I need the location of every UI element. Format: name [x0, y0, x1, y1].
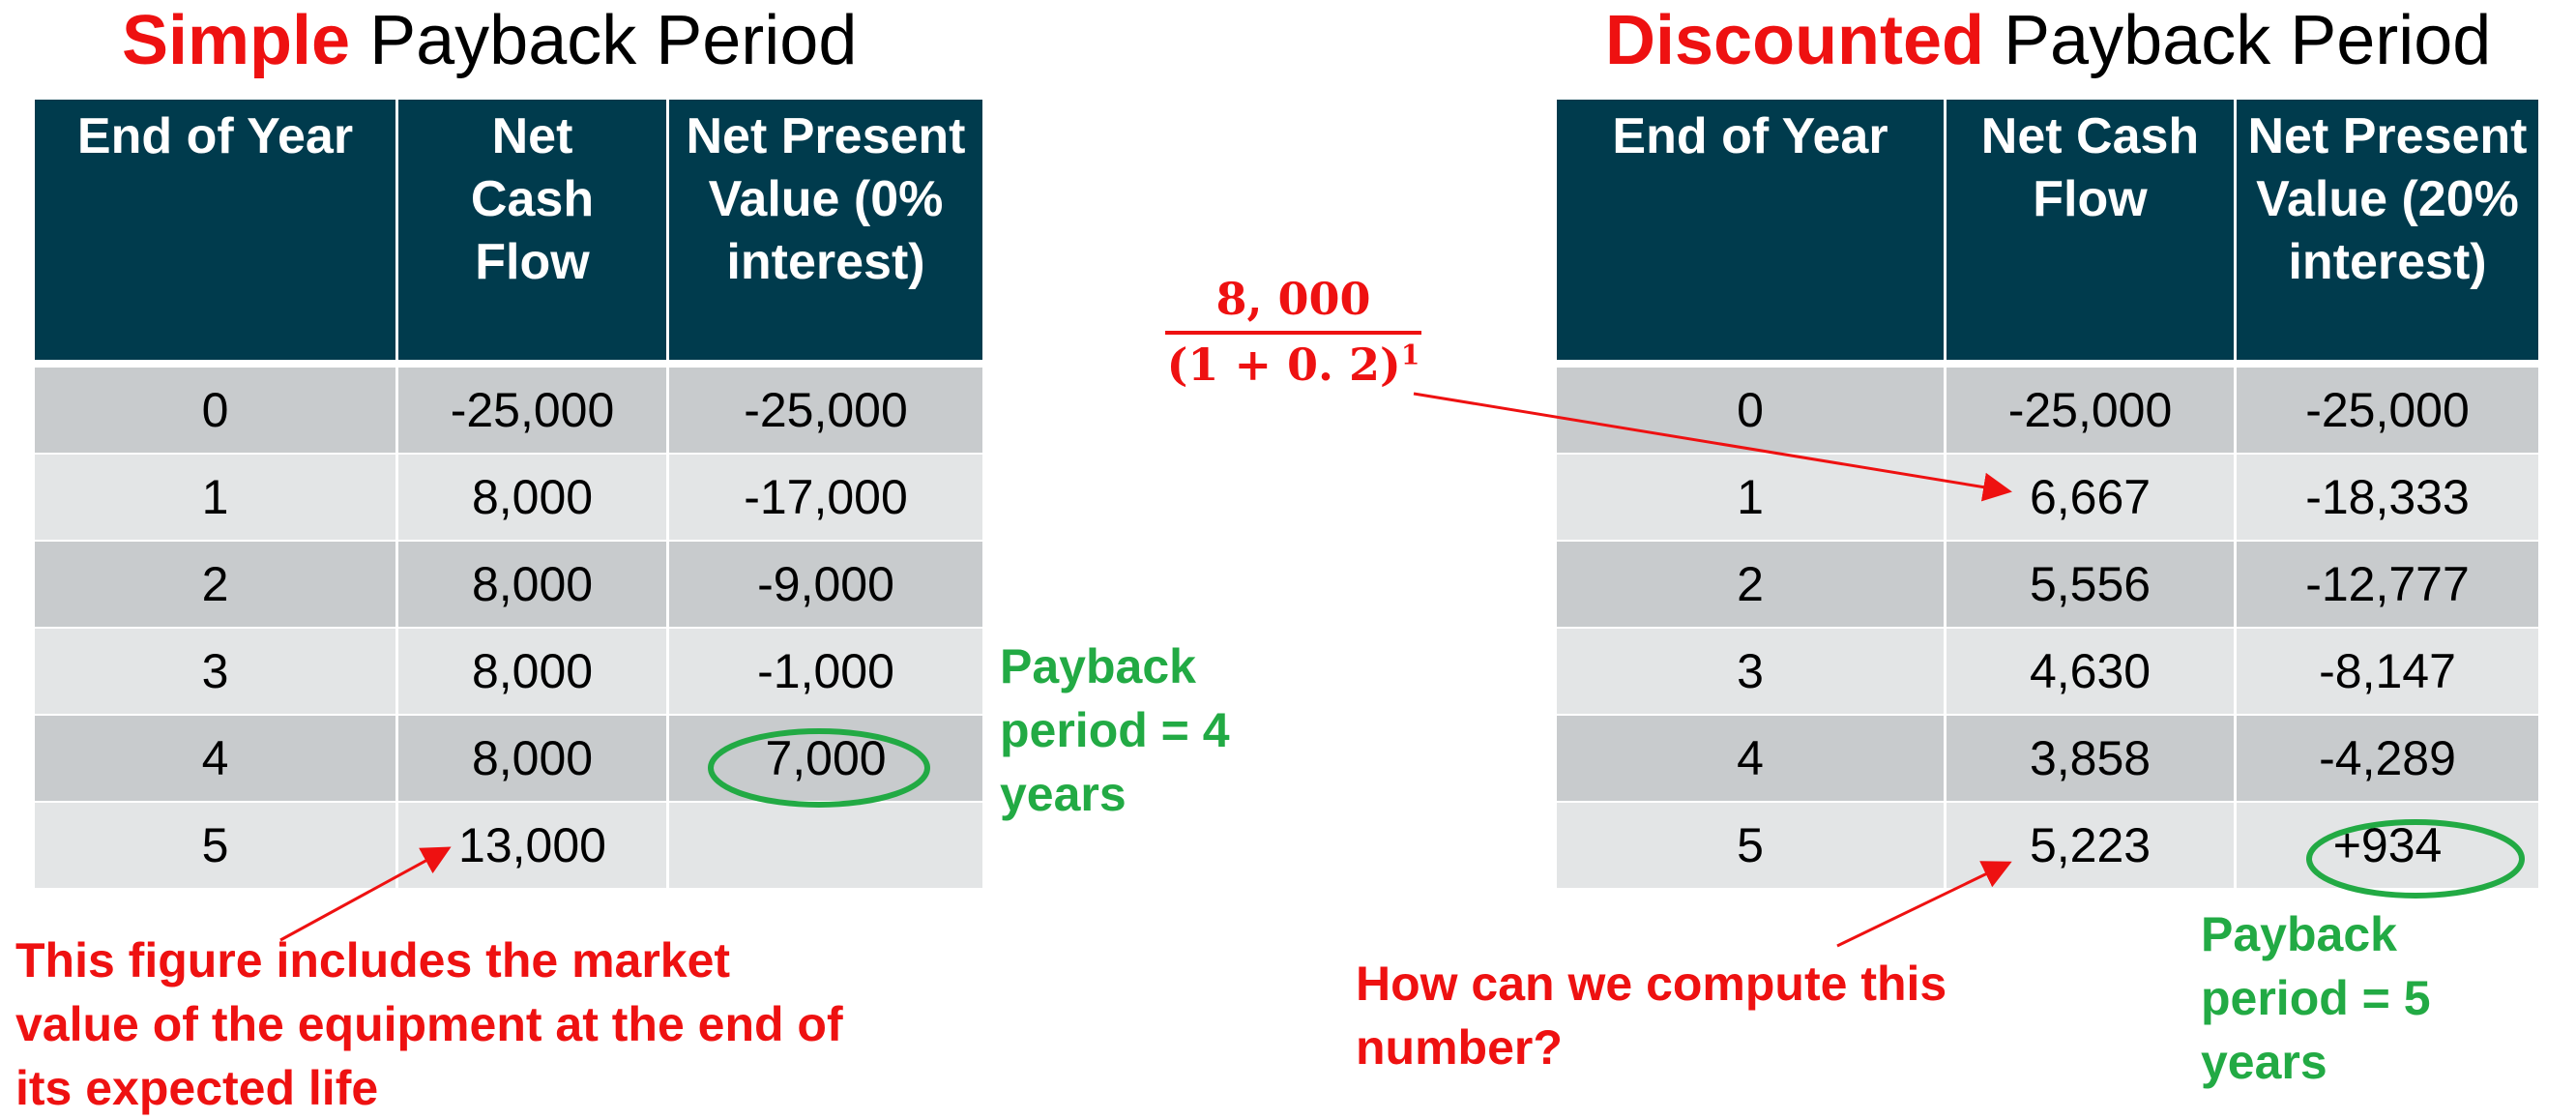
discount-formula: 8, 000 (1 + 0. 2)1 — [1165, 273, 1421, 391]
formula-numerator: 8, 000 — [1165, 273, 1421, 335]
arrow-note-to-13000 — [279, 846, 452, 942]
cash-flow-cell: 13,000 — [395, 801, 666, 888]
discounted-payback-title: Discounted Payback Period — [1605, 2, 2491, 79]
year-cell: 1 — [35, 453, 395, 540]
year-cell: 3 — [35, 627, 395, 714]
npv-cell-highlighted: +934 — [2234, 801, 2538, 888]
market-value-note: This figure includes the market value of… — [15, 933, 843, 1115]
highlight-ellipse-discounted — [2306, 819, 2525, 899]
table-row: 0 -25,000 -25,000 — [35, 366, 982, 453]
discounted-payback-note: Payback period = 5 years — [2201, 907, 2431, 1089]
cash-flow-cell: -25,000 — [1944, 366, 2234, 453]
npv-cell-highlighted: 7,000 — [666, 714, 982, 801]
cash-flow-cell: 5,556 — [1944, 540, 2234, 627]
title-highlight-discounted: Discounted — [1605, 2, 1985, 79]
table-row: 1 6,667 -18,333 — [1557, 453, 2538, 540]
npv-cell: -1,000 — [666, 627, 982, 714]
npv-cell: -12,777 — [2234, 540, 2538, 627]
table-header-row: End of Year Net Cash Flow Net Present Va… — [35, 100, 982, 366]
title-rest-discounted: Payback Period — [1984, 2, 2492, 79]
simple-payback-table: End of Year Net Cash Flow Net Present Va… — [35, 100, 982, 888]
year-cell: 5 — [1557, 801, 1944, 888]
npv-cell: -9,000 — [666, 540, 982, 627]
npv-cell: -4,289 — [2234, 714, 2538, 801]
header-end-of-year: End of Year — [35, 100, 395, 366]
year-cell: 0 — [1557, 366, 1944, 453]
cash-flow-cell: 8,000 — [395, 627, 666, 714]
arrow-formula-to-cell — [1413, 392, 2012, 502]
year-cell: 0 — [35, 366, 395, 453]
table-row: 0 -25,000 -25,000 — [1557, 366, 2538, 453]
table-row: 2 5,556 -12,777 — [1557, 540, 2538, 627]
header-net-cash-flow: Net Cash Flow — [1944, 100, 2234, 366]
highlight-ellipse-simple — [708, 728, 930, 808]
year-cell: 1 — [1557, 453, 1944, 540]
header-net-present-value: Net Present Value (0% interest) — [666, 100, 982, 366]
compute-question-note: How can we compute this number? — [1356, 957, 1947, 1075]
simple-payback-note: Payback period = 4 years — [1000, 639, 1230, 821]
year-cell: 4 — [1557, 714, 1944, 801]
table-row: 3 8,000 -1,000 — [35, 627, 982, 714]
title-highlight-simple: Simple — [122, 2, 351, 79]
year-cell: 5 — [35, 801, 395, 888]
year-cell: 4 — [35, 714, 395, 801]
header-end-of-year: End of Year — [1557, 100, 1944, 366]
table-row: 5 13,000 — [35, 801, 982, 888]
table-row: 1 8,000 -17,000 — [35, 453, 982, 540]
formula-exponent: 1 — [1400, 339, 1420, 371]
header-net-present-value: Net Present Value (20% interest) — [2234, 100, 2538, 366]
cash-flow-cell: 4,630 — [1944, 627, 2234, 714]
cash-flow-cell: 8,000 — [395, 540, 666, 627]
formula-denominator-wrap: (1 + 0. 2)1 — [1165, 335, 1421, 391]
simple-payback-title: Simple Payback Period — [122, 2, 857, 79]
title-rest-simple: Payback Period — [350, 2, 858, 79]
npv-cell: -18,333 — [2234, 453, 2538, 540]
table-header-row: End of Year Net Cash Flow Net Present Va… — [1557, 100, 2538, 366]
header-net-cash-flow: Net Cash Flow — [395, 100, 666, 366]
cash-flow-cell: 8,000 — [395, 714, 666, 801]
discounted-payback-table: End of Year Net Cash Flow Net Present Va… — [1557, 100, 2538, 888]
npv-cell: -8,147 — [2234, 627, 2538, 714]
year-cell: 2 — [1557, 540, 1944, 627]
cash-flow-cell: -25,000 — [395, 366, 666, 453]
year-cell: 2 — [35, 540, 395, 627]
formula-denominator: (1 + 0. 2) — [1166, 339, 1401, 391]
table-row: 4 3,858 -4,289 — [1557, 714, 2538, 801]
npv-cell: -17,000 — [666, 453, 982, 540]
year-cell: 3 — [1557, 627, 1944, 714]
table-row: 2 8,000 -9,000 — [35, 540, 982, 627]
table-row: 3 4,630 -8,147 — [1557, 627, 2538, 714]
arrow-question-to-5223 — [1836, 861, 2012, 948]
npv-cell: -25,000 — [2234, 366, 2538, 453]
table-row: 4 8,000 7,000 — [35, 714, 982, 801]
cash-flow-cell: 3,858 — [1944, 714, 2234, 801]
cash-flow-cell: 6,667 — [1944, 453, 2234, 540]
cash-flow-cell: 8,000 — [395, 453, 666, 540]
npv-cell: -25,000 — [666, 366, 982, 453]
table-row: 5 5,223 +934 — [1557, 801, 2538, 888]
